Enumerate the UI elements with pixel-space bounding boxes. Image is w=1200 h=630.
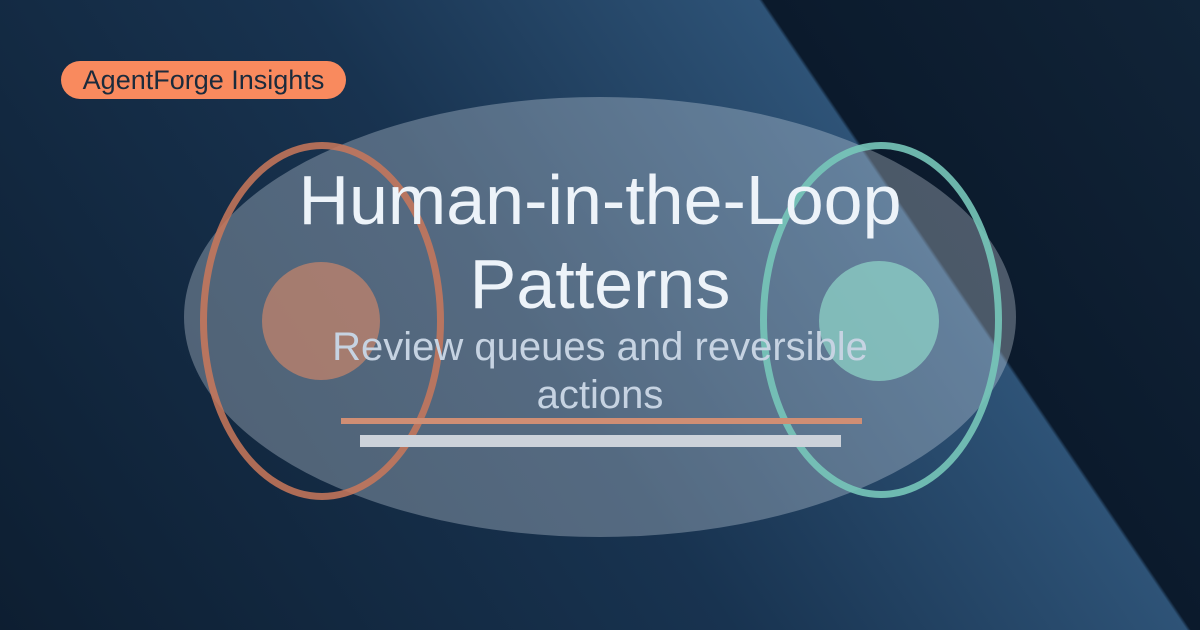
page-subtitle-line1: Review queues and reversible xyxy=(332,325,868,369)
page-title: Human-in-the-Loop Patterns xyxy=(0,158,1200,326)
brand-badge-label: AgentForge Insights xyxy=(82,65,325,95)
brand-badge: AgentForge Insights xyxy=(61,61,346,99)
page-title-line1: Human-in-the-Loop xyxy=(298,161,902,239)
salmon-underline-rule xyxy=(341,418,862,424)
right-ellipse-ring xyxy=(760,142,1002,498)
page-title-line2: Patterns xyxy=(469,245,731,323)
page-subtitle-line2: actions xyxy=(536,373,664,417)
left-node-circle xyxy=(262,262,380,380)
gray-underline-rule xyxy=(360,435,841,447)
right-node-circle xyxy=(819,261,939,381)
page-subtitle: Review queues and reversible actions xyxy=(0,323,1200,419)
left-ellipse-ring xyxy=(200,142,444,500)
